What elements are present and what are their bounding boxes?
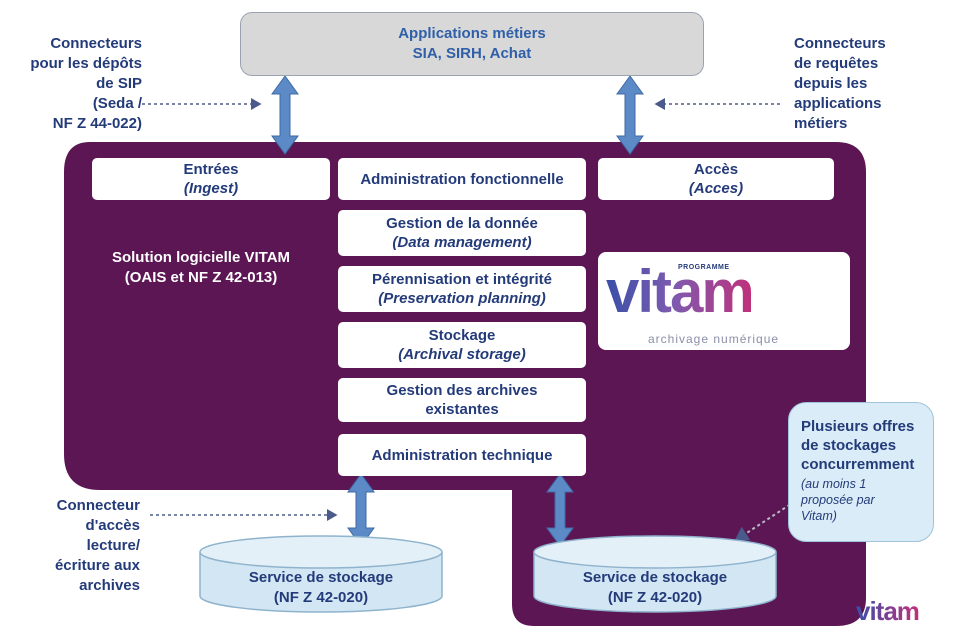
vitam-logo-card	[598, 252, 850, 350]
vitam-logo: vitam	[606, 258, 755, 325]
storage-left-label: Service de stockage (NF Z 42-020)	[248, 569, 394, 606]
module-stockage: Stockage (Archival storage)	[338, 322, 586, 368]
module-admin-fonctionnelle: Administration fonctionnelle	[338, 158, 586, 200]
applications-list: SIA, SIRH, Achat	[412, 45, 532, 62]
storage-cylinder-right	[533, 535, 777, 613]
storage-offers-bubble: Plusieurs offres de stockages concurremm…	[788, 402, 934, 542]
left-connector-label: Connecteurs pour les dépôts de SIP (Seda…	[30, 35, 142, 132]
applications-title: Applications métiers	[398, 25, 546, 42]
entrees-box: Entrées (Ingest)	[92, 158, 330, 200]
storage-right-label: Service de stockage (NF Z 42-020)	[582, 569, 728, 606]
logo-program-label: PROGRAMME	[678, 264, 730, 271]
corner-vitam-logo: vitam	[856, 596, 920, 626]
logo-tagline: archivage numérique	[648, 332, 780, 346]
right-connector-label: Connecteurs de requêtes depuis les appli…	[794, 35, 886, 132]
module-archives-existantes: Gestion des archives existantes	[338, 378, 586, 422]
ingest-arrow	[271, 75, 299, 155]
module-preservation: Pérennisation et intégrité (Preservation…	[338, 266, 586, 312]
acces-box: Accès (Acces)	[598, 158, 834, 200]
bottom-connector-label: Connecteur d'accès lecture/ écriture aux…	[54, 497, 140, 594]
module-admin-technique: Administration technique	[338, 434, 586, 476]
module-data-management: Gestion de la donnée (Data management)	[338, 210, 586, 256]
access-arrow	[616, 75, 644, 155]
solution-label: Solution logicielle VITAM (OAIS et NF Z …	[111, 249, 291, 286]
storage-cylinder-left	[199, 535, 443, 613]
applications-box: Applications métiers SIA, SIRH, Achat	[240, 12, 704, 76]
